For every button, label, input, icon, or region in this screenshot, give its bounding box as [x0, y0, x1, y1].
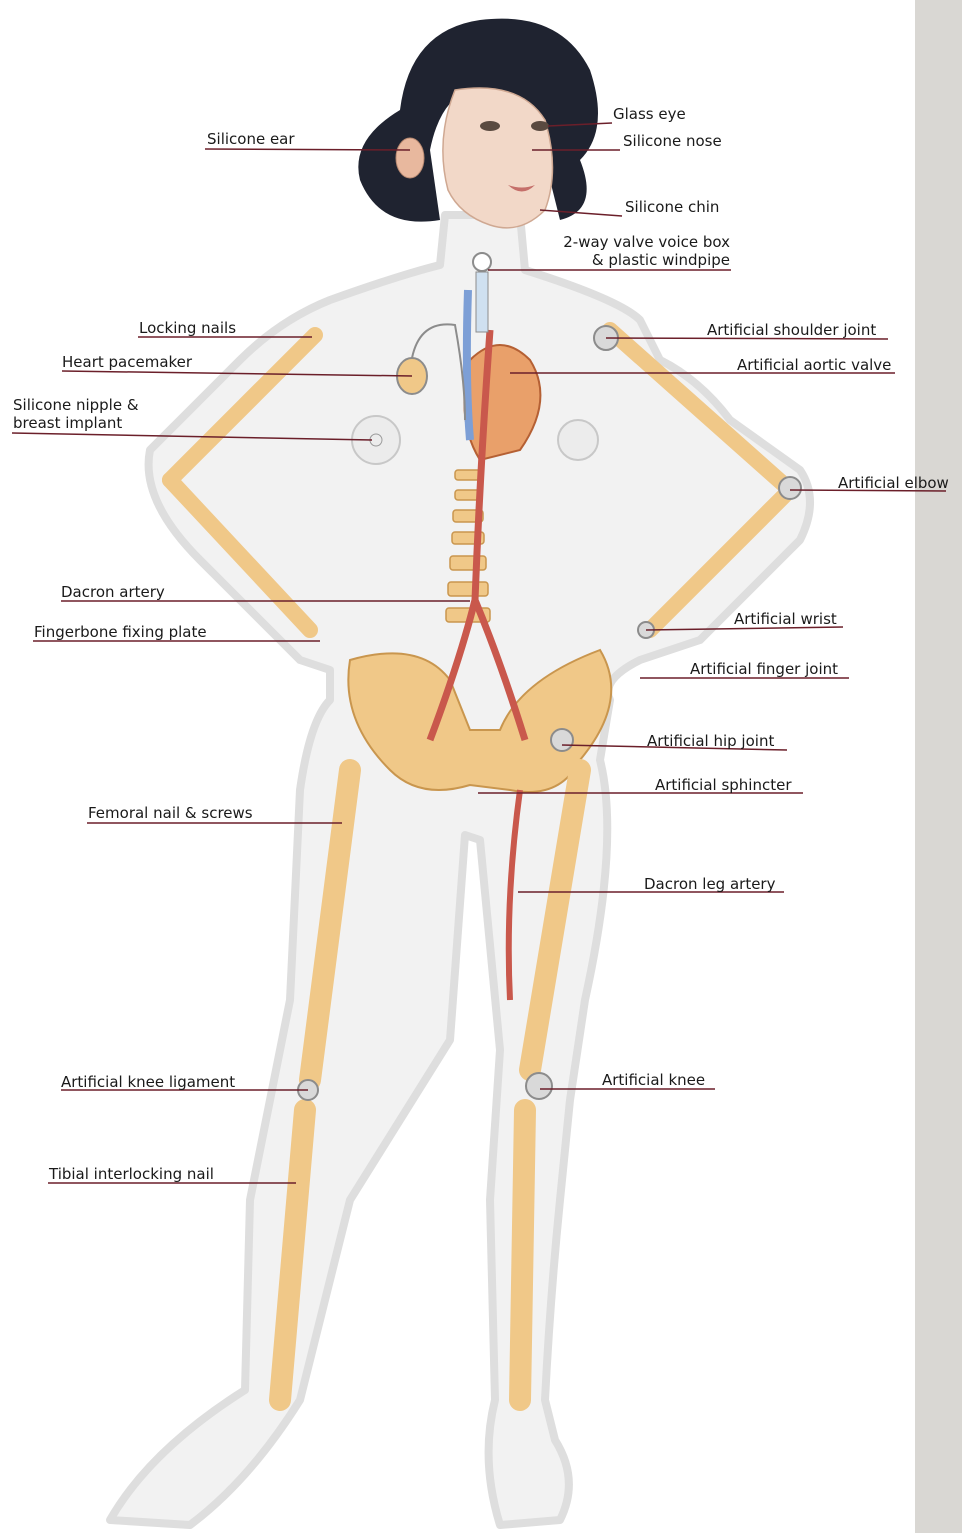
label-artificial-aortic-valve: Artificial aortic valve — [737, 356, 891, 374]
label-artificial-finger-joint: Artificial finger joint — [690, 660, 838, 678]
label-artificial-hip-joint: Artificial hip joint — [647, 732, 774, 750]
label-artificial-elbow: Artificial elbow — [838, 474, 949, 492]
label-dacron-artery: Dacron artery — [61, 583, 165, 601]
label-voice-box: 2-way valve voice box & plastic windpipe — [555, 233, 730, 269]
label-silicone-ear: Silicone ear — [207, 130, 295, 148]
label-artificial-shoulder-joint: Artificial shoulder joint — [707, 321, 876, 339]
face — [443, 88, 553, 228]
label-silicone-nose: Silicone nose — [623, 132, 722, 150]
label-dacron-leg-artery: Dacron leg artery — [644, 875, 775, 893]
label-artificial-sphincter: Artificial sphincter — [655, 776, 792, 794]
label-glass-eye: Glass eye — [613, 105, 686, 123]
label-silicone-nipple: Silicone nipple & breast implant — [13, 396, 139, 432]
vein — [467, 290, 470, 440]
label-artificial-knee-ligament: Artificial knee ligament — [61, 1073, 235, 1091]
label-heart-pacemaker: Heart pacemaker — [62, 353, 192, 371]
voice-box — [473, 253, 491, 271]
label-fingerbone-fixing-plate: Fingerbone fixing plate — [34, 623, 207, 641]
label-femoral-nail-screws: Femoral nail & screws — [88, 804, 253, 822]
label-artificial-wrist: Artificial wrist — [734, 610, 837, 628]
label-silicone-chin: Silicone chin — [625, 198, 719, 216]
label-voice-box-line1: 2-way valve voice box — [555, 233, 730, 251]
label-tibial-interlocking-nail: Tibial interlocking nail — [49, 1165, 214, 1183]
label-locking-nails: Locking nails — [139, 319, 236, 337]
label-silicone-nipple-line1: Silicone nipple & — [13, 396, 139, 414]
label-artificial-knee: Artificial knee — [602, 1071, 705, 1089]
label-voice-box-line2: & plastic windpipe — [555, 251, 730, 269]
label-silicone-nipple-line2: breast implant — [13, 414, 139, 432]
